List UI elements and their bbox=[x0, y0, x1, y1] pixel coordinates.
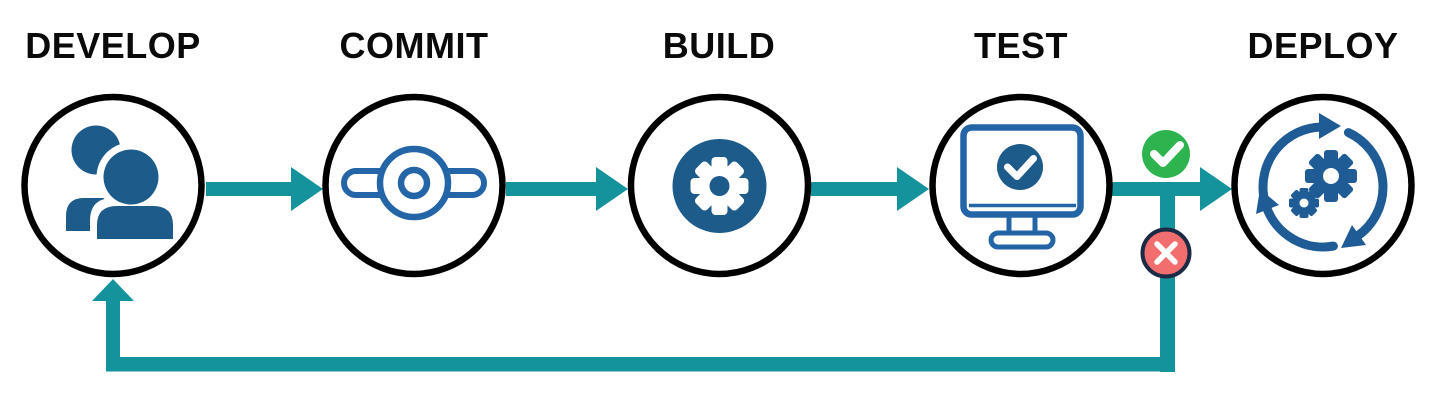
stage-label-commit: COMMIT bbox=[339, 25, 489, 66]
stage-label-build: BUILD bbox=[662, 25, 776, 66]
stage-label-deploy: DEPLOY bbox=[1247, 25, 1399, 66]
arrow-test-deploy bbox=[1112, 167, 1232, 211]
feedback-line bbox=[106, 357, 1175, 372]
cross-icon bbox=[1154, 241, 1178, 265]
stage-label-develop: DEVELOP bbox=[25, 25, 201, 66]
feedback-arrow-develop bbox=[92, 279, 134, 372]
stage-label-test: TEST bbox=[973, 25, 1068, 66]
cross-badge bbox=[1140, 227, 1192, 279]
deploy-small-gear bbox=[1289, 188, 1319, 218]
check-icon bbox=[1150, 141, 1184, 167]
arrow-commit-build bbox=[506, 167, 628, 211]
monitor-check-icon bbox=[960, 124, 1084, 250]
arrow-develop-commit bbox=[206, 167, 323, 211]
cycle-gears-icon bbox=[1256, 113, 1388, 252]
check-badge bbox=[1142, 130, 1190, 178]
fail-branch-line bbox=[1160, 189, 1175, 372]
team-icon bbox=[66, 125, 180, 239]
git-commit-icon bbox=[341, 145, 487, 221]
arrow-build-test bbox=[811, 167, 929, 211]
gear-icon bbox=[672, 139, 767, 233]
